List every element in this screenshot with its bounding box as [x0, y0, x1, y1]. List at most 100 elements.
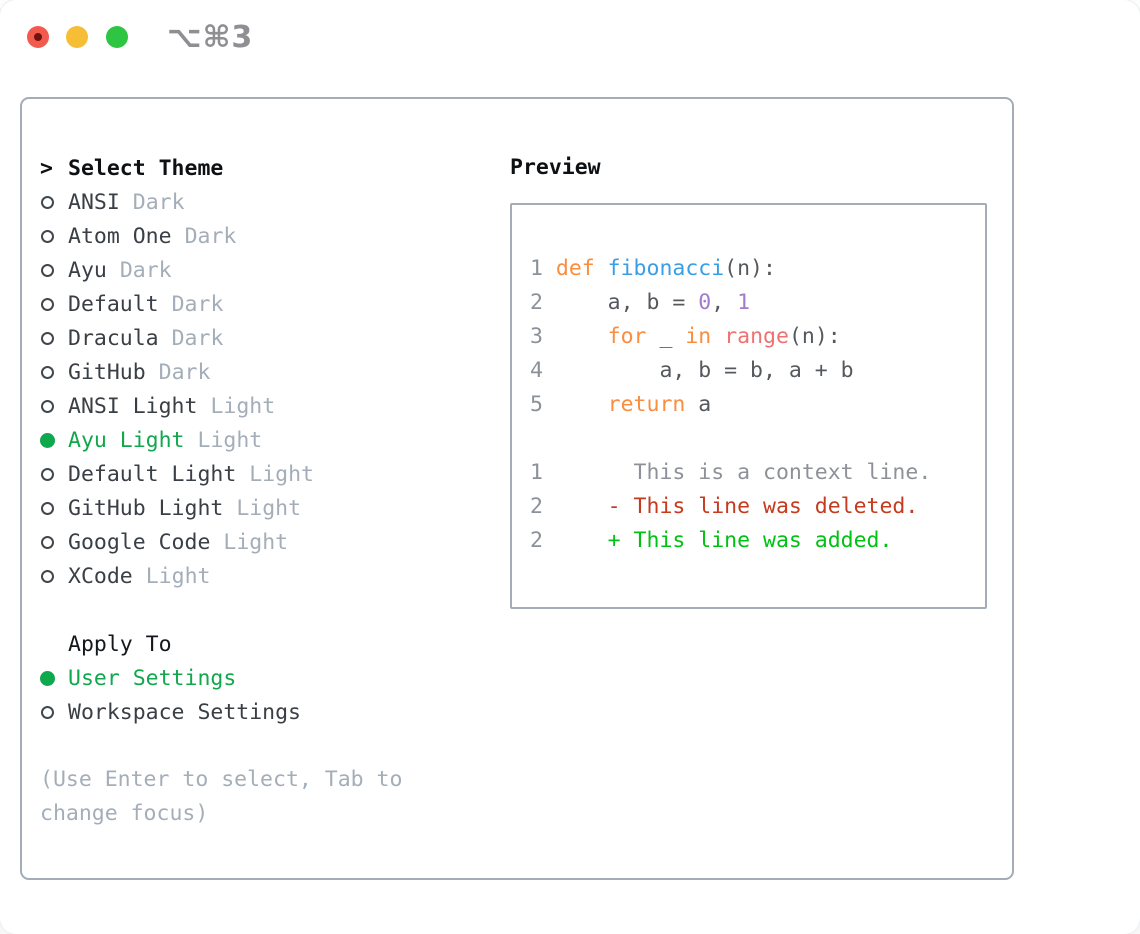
theme-option[interactable]: Ayu Dark: [40, 253, 490, 287]
theme-variant-label: Light: [223, 529, 289, 555]
radio-marker: [40, 229, 68, 243]
code-token: a, b =: [555, 290, 699, 315]
code-token: - This line was deleted.: [555, 494, 919, 519]
radio-icon: [41, 263, 54, 277]
apply-option[interactable]: User Settings: [40, 661, 490, 695]
theme-name-label: Ayu Light: [68, 427, 185, 453]
code-token: 1: [530, 460, 556, 485]
code-token: for: [607, 324, 647, 349]
radio-marker: [40, 331, 68, 345]
radio-icon: [41, 705, 54, 719]
theme-name-label: ANSI: [68, 189, 120, 215]
code-token: 1: [737, 290, 751, 315]
theme-name-label: XCode: [68, 563, 133, 589]
theme-option[interactable]: Atom One Dark: [40, 219, 490, 253]
theme-name-label: Atom One: [68, 223, 172, 249]
code-line: 5 return a: [530, 388, 977, 422]
theme-name-label: Dracula: [68, 325, 159, 351]
code-line: 1 def fibonacci(n):: [530, 252, 977, 286]
spacer: [40, 729, 490, 763]
radio-marker: [40, 467, 68, 481]
apply-option[interactable]: Workspace Settings: [40, 695, 490, 729]
radio-icon: [41, 467, 54, 481]
zoom-button[interactable]: [106, 26, 128, 48]
code-token: 3: [530, 324, 556, 349]
code-token: 2: [530, 290, 556, 315]
theme-option[interactable]: XCode Light: [40, 559, 490, 593]
code-token: return: [607, 392, 686, 417]
minimize-button[interactable]: [66, 26, 88, 48]
code-token: 2: [530, 528, 556, 553]
theme-name-label: GitHub: [68, 359, 146, 385]
radio-icon: [41, 195, 54, 209]
theme-name-label: GitHub Light: [68, 495, 224, 521]
code-token: fibonacci: [607, 256, 725, 281]
select-theme-header: > Select Theme: [40, 151, 490, 185]
code-token: + This line was added.: [555, 528, 893, 553]
theme-option[interactable]: ANSI Dark: [40, 185, 490, 219]
apply-option-label: User Settings: [68, 665, 237, 691]
radio-icon: [41, 229, 54, 243]
code-line: [530, 422, 977, 456]
close-button[interactable]: [27, 26, 49, 48]
theme-name-label: Ayu: [68, 257, 107, 283]
theme-option[interactable]: ANSI Light Light: [40, 389, 490, 423]
radio-marker: [40, 670, 68, 686]
code-line: 4 a, b = b, a + b: [530, 354, 977, 388]
radio-marker: [40, 263, 68, 277]
apply-to-header: Apply To: [40, 627, 490, 661]
radio-icon: [41, 501, 54, 515]
radio-icon: [41, 399, 54, 413]
help-line: (Use Enter to select, Tab to: [40, 767, 403, 792]
theme-name-label: Google Code: [68, 529, 211, 555]
code-token: 5: [530, 392, 556, 417]
theme-option[interactable]: Google Code Light: [40, 525, 490, 559]
theme-variant-label: Dark: [171, 291, 224, 317]
radio-selected-icon: [40, 670, 55, 686]
code-token: [556, 392, 608, 417]
theme-variant-label: Dark: [184, 223, 237, 249]
spacer: [40, 593, 490, 627]
window-title: ⌥⌘3: [167, 20, 254, 55]
focus-arrow-icon: >: [40, 155, 53, 181]
radio-marker: [40, 365, 68, 379]
code-line: 3 for _ in range(n):: [530, 320, 977, 354]
radio-icon: [41, 365, 54, 379]
theme-option[interactable]: Default Dark: [40, 287, 490, 321]
radio-selected-icon: [40, 432, 55, 448]
code-line: 2 a, b = 0, 1: [530, 286, 977, 320]
apply-to-title: Apply To: [68, 631, 172, 657]
code-token: (n):: [724, 256, 776, 281]
code-token: (n):: [788, 324, 841, 349]
code-token: def: [555, 256, 608, 281]
radio-marker: [40, 432, 68, 448]
code-line: 2 + This line was added.: [530, 524, 977, 558]
theme-name-label: ANSI Light: [68, 393, 198, 419]
radio-marker: [40, 705, 68, 719]
theme-name-label: Default: [68, 291, 159, 317]
radio-icon: [41, 331, 54, 345]
theme-variant-label: Light: [145, 563, 211, 589]
code-token: 2: [530, 494, 556, 519]
code-token: 4: [530, 358, 556, 383]
theme-variant-label: Dark: [119, 257, 172, 283]
code-token: 0: [698, 290, 712, 315]
code-token: 1: [530, 256, 556, 281]
code-line: 2 - This line was deleted.: [530, 490, 977, 524]
code-token: a: [685, 392, 712, 417]
theme-variant-label: Dark: [132, 189, 185, 215]
radio-marker: [40, 297, 68, 311]
radio-marker: [40, 501, 68, 515]
theme-name-label: Default Light: [68, 461, 237, 487]
theme-variant-label: Light: [210, 393, 276, 419]
code-token: [711, 324, 724, 349]
